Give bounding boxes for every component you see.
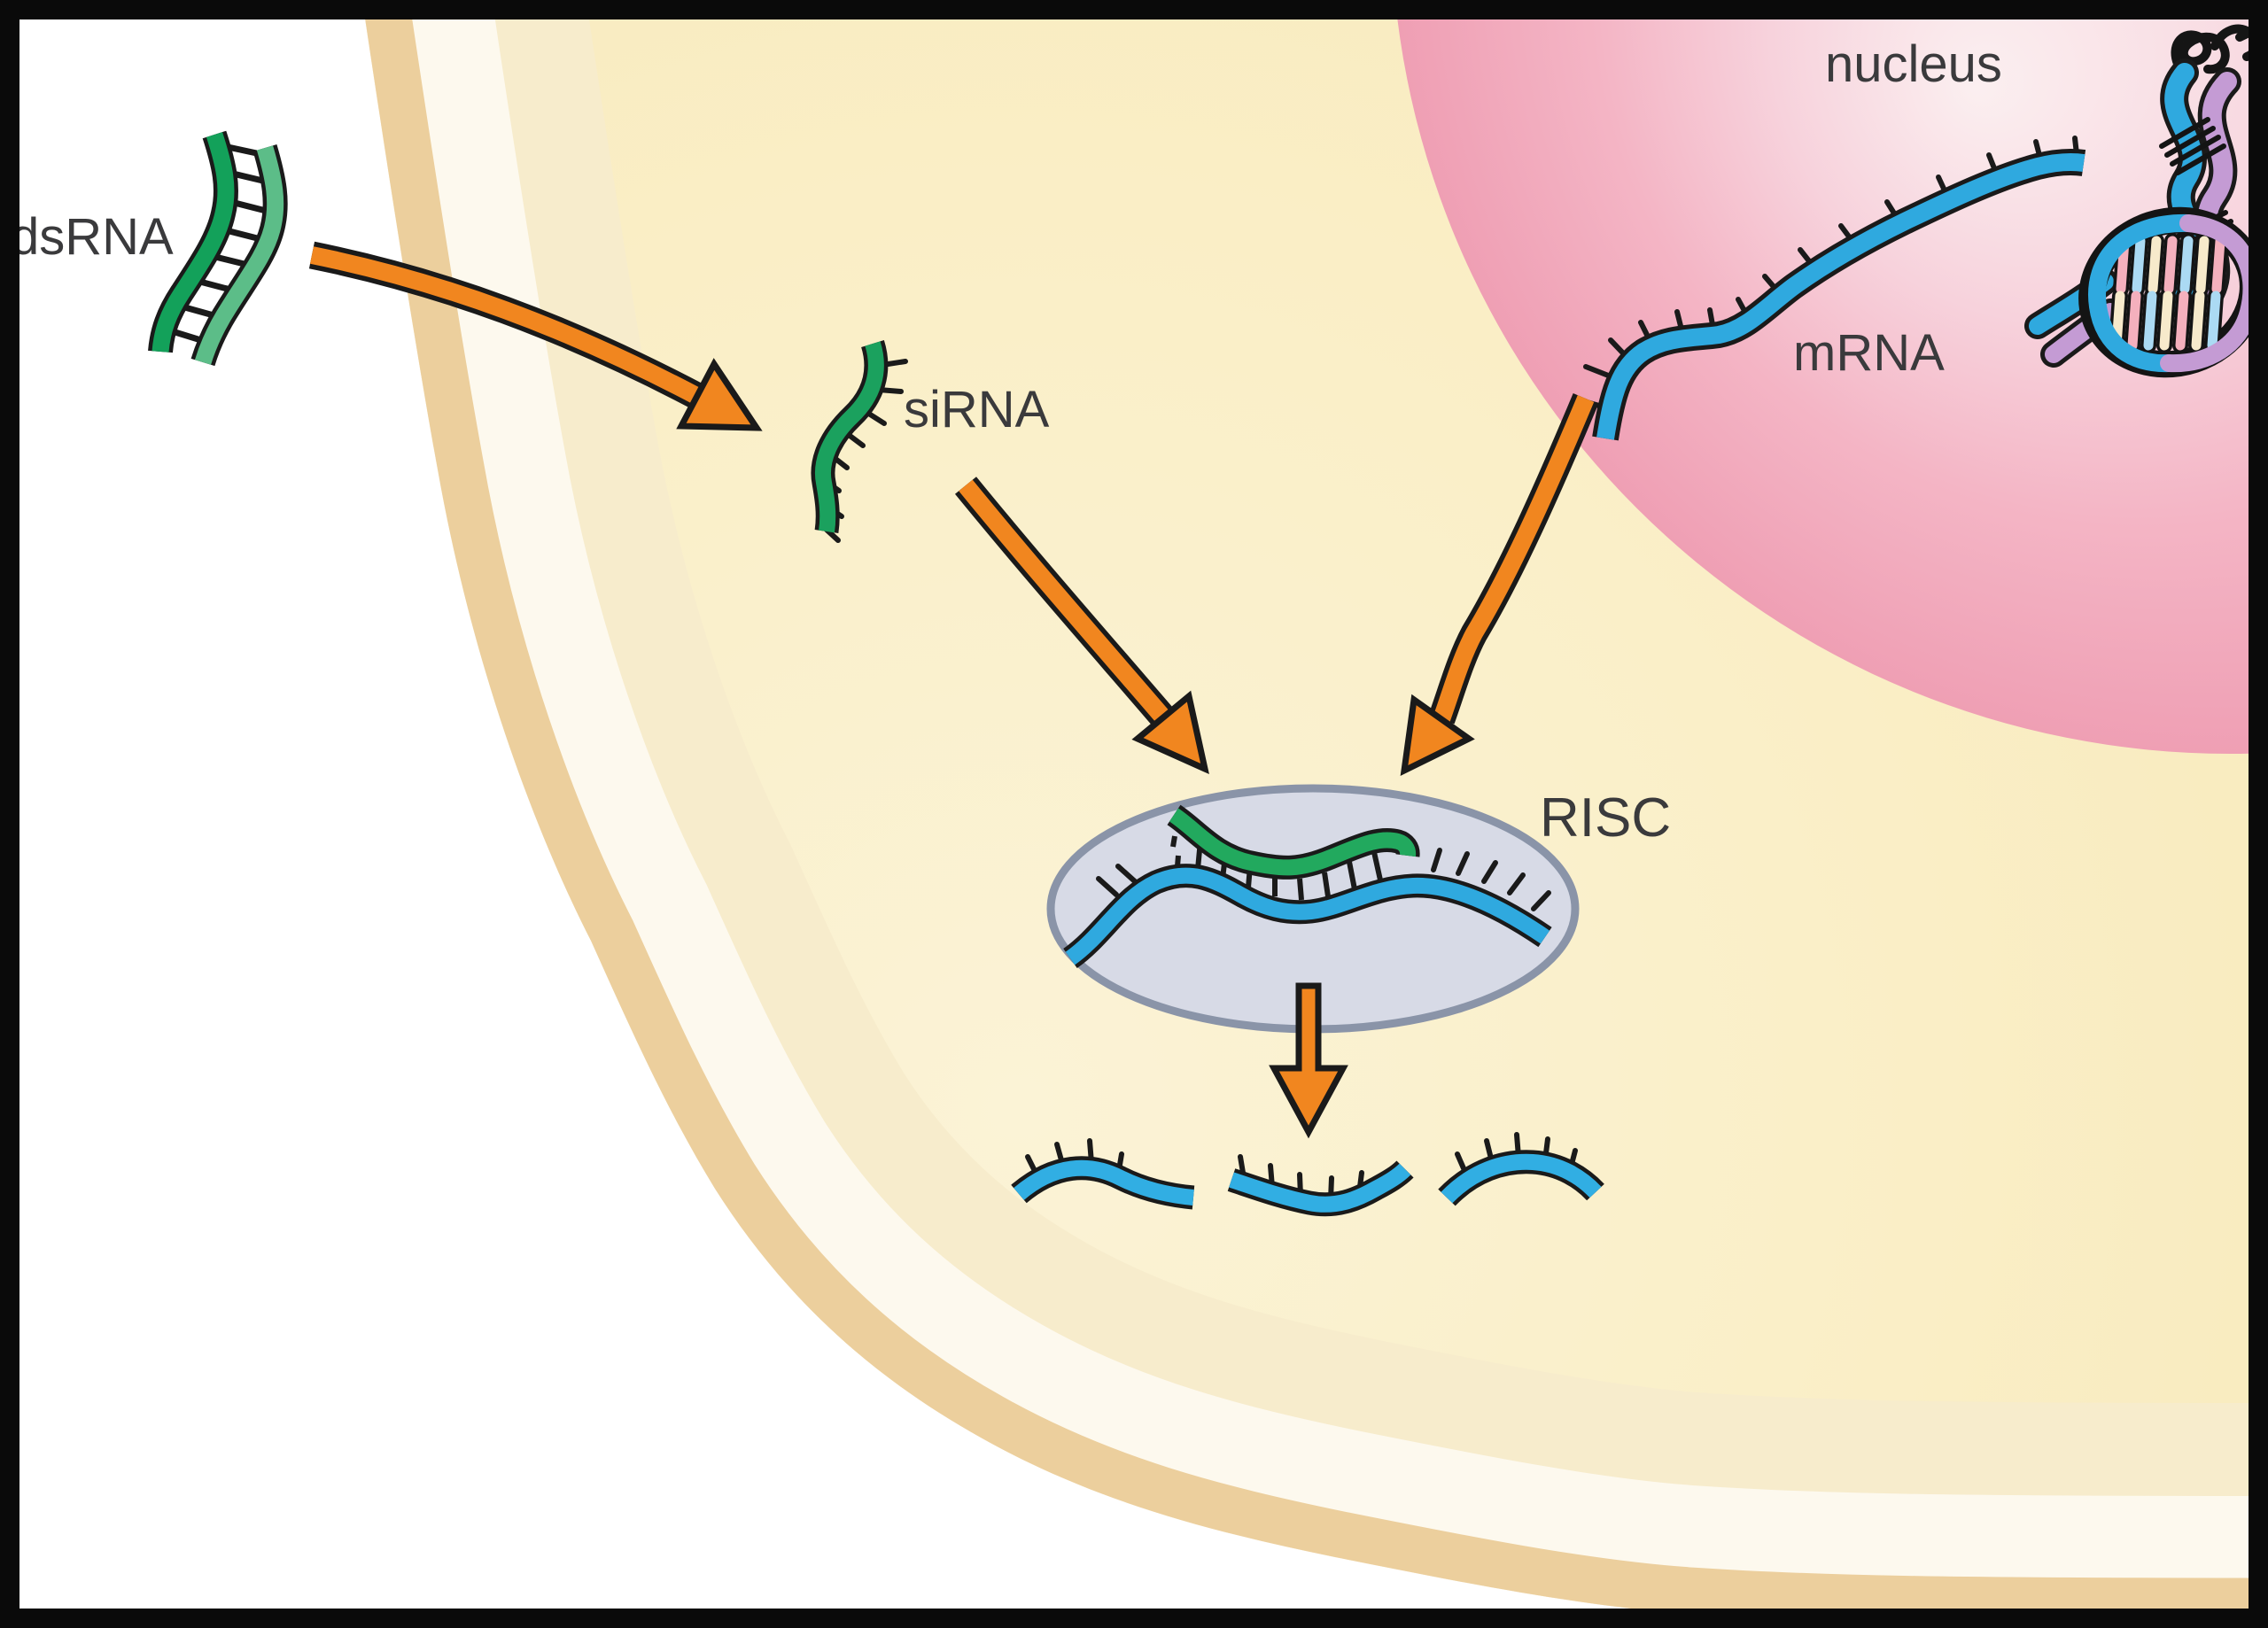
fragment-3: [1438, 1150, 1604, 1206]
helix-open-loop: [2078, 206, 2266, 378]
dsrna-molecule: [148, 130, 288, 367]
nucleus: [1391, 0, 2268, 754]
dna-double-helix: [2024, 20, 2268, 378]
arrow-risc-to-fragments: [1269, 982, 1348, 1139]
risc-label: RISC: [1540, 787, 1671, 849]
arrow-mrna-to-risc: [1400, 392, 1599, 777]
mrna-label: mRNA: [1793, 324, 1945, 382]
mrna-strand: [1578, 136, 2086, 441]
fragment-1: [1011, 1156, 1195, 1210]
sirna-strand: [811, 339, 908, 543]
risc-complex: [1046, 784, 1580, 1034]
fragment-2: [1227, 1160, 1414, 1217]
dsrna-label: dsRNA: [11, 208, 174, 266]
nucleus-label: nucleus: [1825, 35, 2002, 93]
sirna-label: siRNA: [904, 381, 1050, 438]
risc-mrna-ticks: [1096, 848, 1551, 911]
cleaved-mrna-fragments: [1011, 1132, 1604, 1217]
arrow-sirna-to-risc: [954, 477, 1209, 775]
arrow-dsrna-to-sirna: [308, 241, 763, 431]
